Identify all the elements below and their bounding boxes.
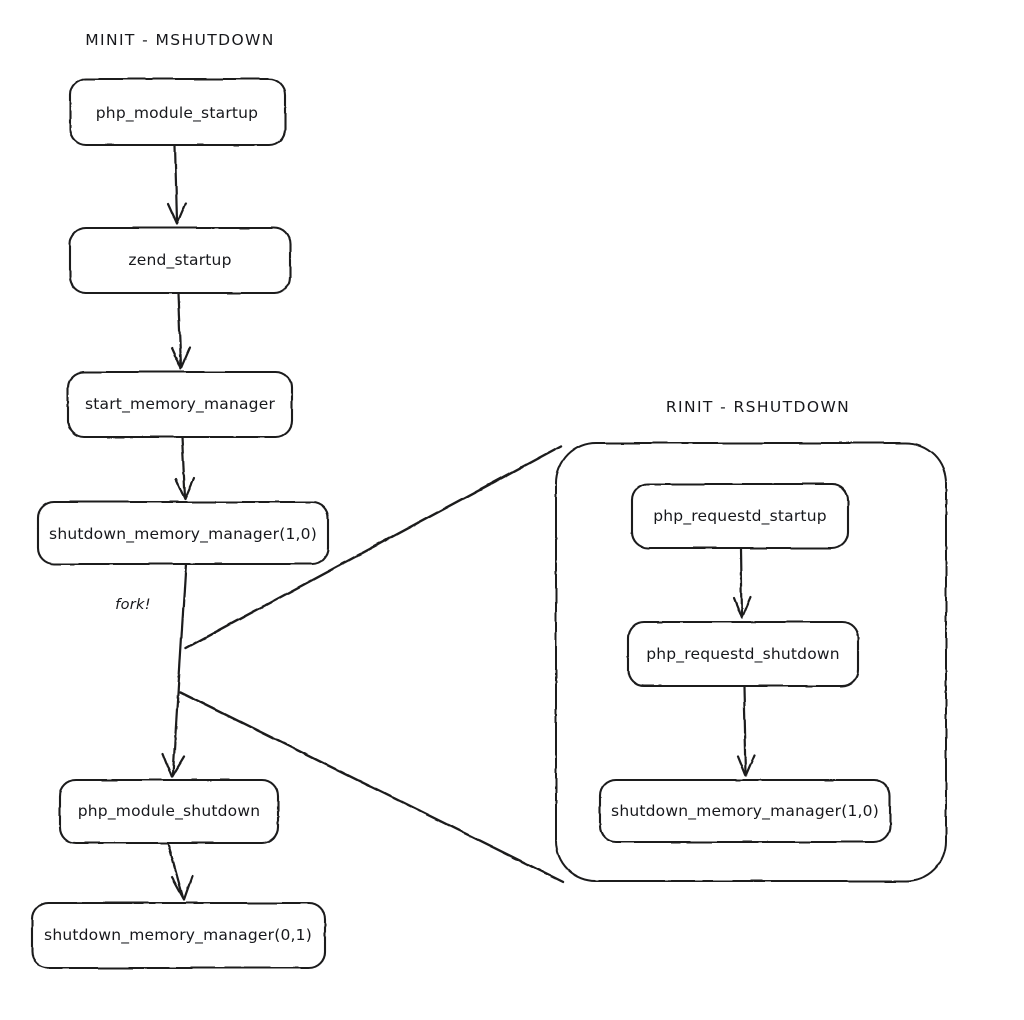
right-flow-nodes [598, 482, 892, 844]
node-php-requestd-shutdown[interactable] [628, 622, 858, 686]
node-php-requestd-startup[interactable] [632, 484, 848, 548]
node-shutdown-memory-manager-1-0[interactable] [38, 502, 328, 564]
callout-lens-lines [178, 444, 565, 884]
left-flow-nodes [30, 77, 330, 970]
right-flow-connectors [732, 547, 757, 778]
node-shutdown-memory-manager-1-0-right[interactable] [600, 780, 890, 842]
node-zend-startup[interactable] [70, 228, 290, 293]
node-shutdown-memory-manager-0-1[interactable] [32, 903, 325, 968]
node-php-module-startup[interactable] [70, 79, 285, 145]
left-flow-connectors [161, 144, 196, 901]
node-php-module-shutdown[interactable] [60, 780, 278, 843]
node-start-memory-manager[interactable] [68, 372, 292, 437]
